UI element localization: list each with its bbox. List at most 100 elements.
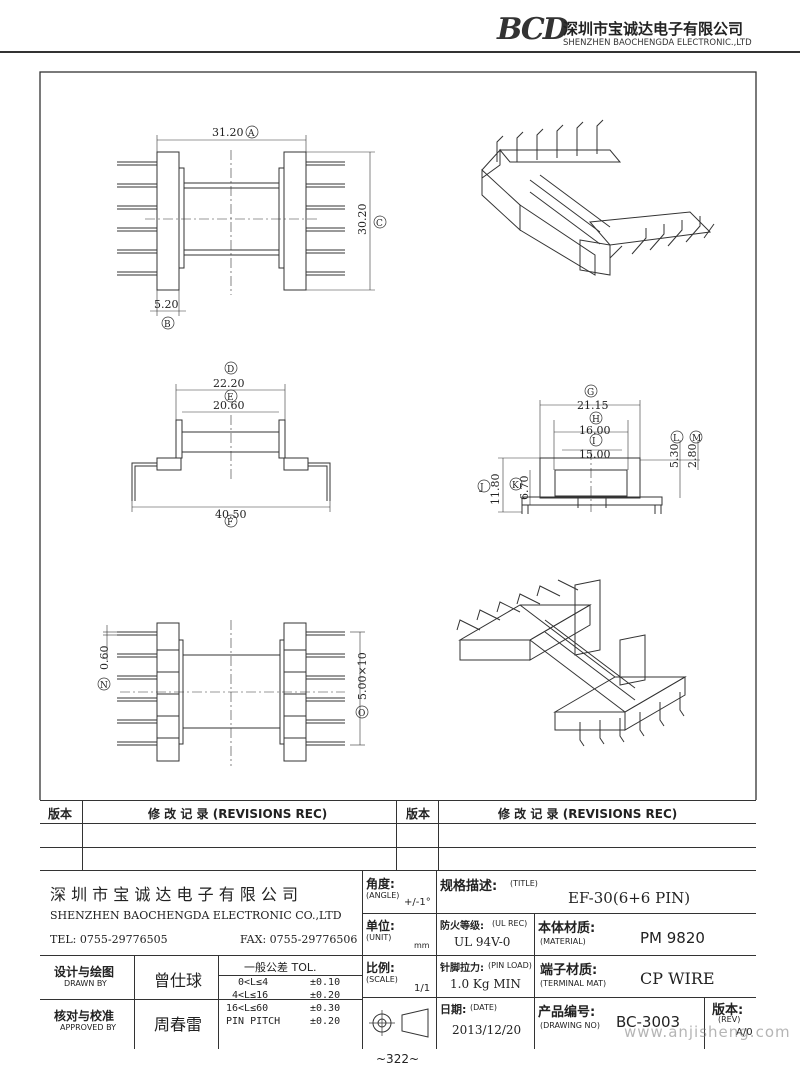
title-block-company-en: SHENZHEN BAOCHENGDA ELECTRONIC CO.,LTD (50, 909, 342, 922)
dim-o-label: O (358, 709, 365, 719)
dim-l-label: L (673, 434, 679, 444)
dim-k-label: K (512, 481, 519, 491)
dim-i-label: I (592, 437, 596, 447)
dim-f-label: F (227, 518, 233, 528)
pin-load-label: 针脚拉力: (440, 963, 484, 974)
pin-load-label-en: (PIN LOAD) (488, 961, 532, 970)
tolerance-range-3: 16<L≤60 (226, 1003, 269, 1014)
material-label-en: (MATERIAL) (540, 937, 586, 946)
page-number: ~322~ (376, 1052, 420, 1066)
title-block: 深 圳 市 宝 诚 达 电 子 有 限 公 司 SHENZHEN BAOCHEN… (40, 870, 790, 1049)
unit-value: mm (414, 941, 430, 950)
dim-h-value: 16.00 (579, 424, 611, 437)
dim-d-value: 22.20 (213, 377, 245, 390)
title-label: 规格描述: (440, 879, 498, 894)
dim-g-label: G (587, 388, 594, 398)
dim-j-value: 11.80 (489, 474, 502, 506)
revisions-table: 版本 修 改 记 录 (REVISIONS REC) 版本 修 改 记 录 (R… (40, 800, 756, 871)
dim-n-label: N (100, 681, 108, 691)
tolerance-value-4: ±0.20 (310, 1016, 341, 1027)
dim-b-label: B (164, 320, 171, 330)
material-label: 本体材质: (538, 921, 596, 936)
date-label-en: (DATE) (470, 1003, 498, 1012)
dim-h-label: H (592, 415, 600, 425)
scale-label: 比例: (366, 961, 395, 975)
revisions-version-header-2: 版本 (406, 807, 431, 821)
rev-label-en: (REV) (718, 1015, 741, 1024)
dim-j-label: J (479, 483, 484, 493)
drawn-by-label: 设计与绘图 (54, 965, 115, 979)
rev-value: A/0 (736, 1027, 753, 1038)
rev-label: 版本: (712, 1003, 744, 1018)
drawing-no-value: BC-3003 (616, 1013, 681, 1031)
company-name-cn: 深圳市宝诚达电子有限公司 (563, 20, 744, 38)
revisions-version-header-1: 版本 (48, 807, 73, 821)
angle-value: +/-1° (404, 897, 431, 908)
bottom-view (103, 620, 365, 766)
sheet-border (39, 71, 757, 800)
company-name-en: SHENZHEN BAOCHENGDA ELECTRONIC.,LTD (563, 38, 752, 48)
approved-by-label: 核对与校准 (54, 1009, 115, 1023)
scale-label-en: (SCALE) (366, 975, 398, 984)
isometric-view-top (481, 119, 715, 276)
unit-label-en: (UNIT) (366, 933, 392, 942)
header-rule (0, 51, 800, 53)
tolerance-range-4: PIN PITCH (226, 1016, 281, 1027)
drawing-no-label-en: (DRAWING NO) (540, 1021, 600, 1030)
title-block-company-cn: 深 圳 市 宝 诚 达 电 子 有 限 公 司 (50, 885, 298, 904)
scale-value: 1/1 (414, 983, 431, 994)
title-value: EF-30(6+6 PIN) (568, 889, 691, 907)
dim-m-value: 2.80 (686, 444, 699, 469)
dim-i-value: 15.00 (579, 448, 611, 461)
tolerance-range-2: 4<L≤16 (232, 990, 269, 1001)
drawn-by-name: 曾仕球 (154, 971, 203, 990)
angle-label: 角度: (366, 877, 395, 891)
tolerance-value-1: ±0.10 (310, 977, 341, 988)
material-value: PM 9820 (640, 929, 705, 947)
projection-symbol-icon (369, 1008, 429, 1038)
ul-label: 防火等级: (440, 921, 484, 932)
revisions-title-1: 修 改 记 录 (REVISIONS REC) (148, 807, 328, 821)
tolerance-title: 一般公差 TOL. (244, 961, 317, 974)
title-block-tel: TEL: 0755-29776505 (50, 933, 168, 946)
header: BCD 深圳市宝诚达电子有限公司 SHENZHEN BAOCHENGDA ELE… (0, 0, 800, 60)
terminal-label-en: (TERMINAL MAT) (540, 979, 607, 988)
title-block-fax: FAX: 0755-29776506 (240, 933, 358, 946)
unit-label: 单位: (366, 919, 395, 933)
front-view (131, 384, 331, 512)
tolerance-value-2: ±0.20 (310, 990, 341, 1001)
isometric-view-bottom (456, 579, 687, 747)
dim-e-value: 20.60 (213, 399, 245, 412)
terminal-value: CP WIRE (640, 969, 715, 988)
date-value: 2013/12/20 (452, 1023, 522, 1037)
dim-n-value: 0.60 (98, 646, 111, 671)
dim-m-label: M (692, 434, 701, 444)
dim-g-value: 21.15 (577, 399, 609, 412)
title-label-en: (TITLE) (510, 879, 538, 888)
dim-a-label: A (247, 129, 255, 139)
pin-load-value: 1.0 Kg MIN (450, 977, 521, 991)
top-view (117, 135, 375, 316)
dim-f-value: 40.50 (215, 508, 247, 521)
technical-drawing: 31.20 A 30.20 C 5.20 B (39, 71, 757, 800)
dim-o-value: 5.00×10 (356, 652, 369, 700)
dim-c-label: C (376, 219, 383, 229)
dim-c-value: 30.20 (356, 204, 369, 236)
terminal-label: 端子材质: (540, 963, 598, 978)
angle-label-en: (ANGLE) (366, 891, 400, 900)
dim-k-value: 6.70 (518, 476, 531, 501)
dim-d-label: D (227, 365, 234, 375)
side-view (498, 400, 700, 514)
ul-value: UL 94V-0 (454, 935, 511, 949)
approved-by-label-en: APPROVED BY (60, 1023, 117, 1032)
ul-label-en: (UL REC) (492, 919, 528, 928)
dim-e-label: E (227, 393, 234, 403)
dim-b-value: 5.20 (154, 298, 179, 311)
tolerance-range-1: 0<L≤4 (238, 977, 269, 988)
date-label: 日期: (440, 1003, 467, 1016)
watermark: www.anjisheng.com (624, 1023, 791, 1041)
dim-a-value: 31.20 (212, 126, 244, 139)
approved-by-name: 周春雷 (154, 1015, 203, 1034)
tolerance-value-3: ±0.30 (310, 1003, 341, 1014)
company-logo: BCD (497, 12, 569, 47)
